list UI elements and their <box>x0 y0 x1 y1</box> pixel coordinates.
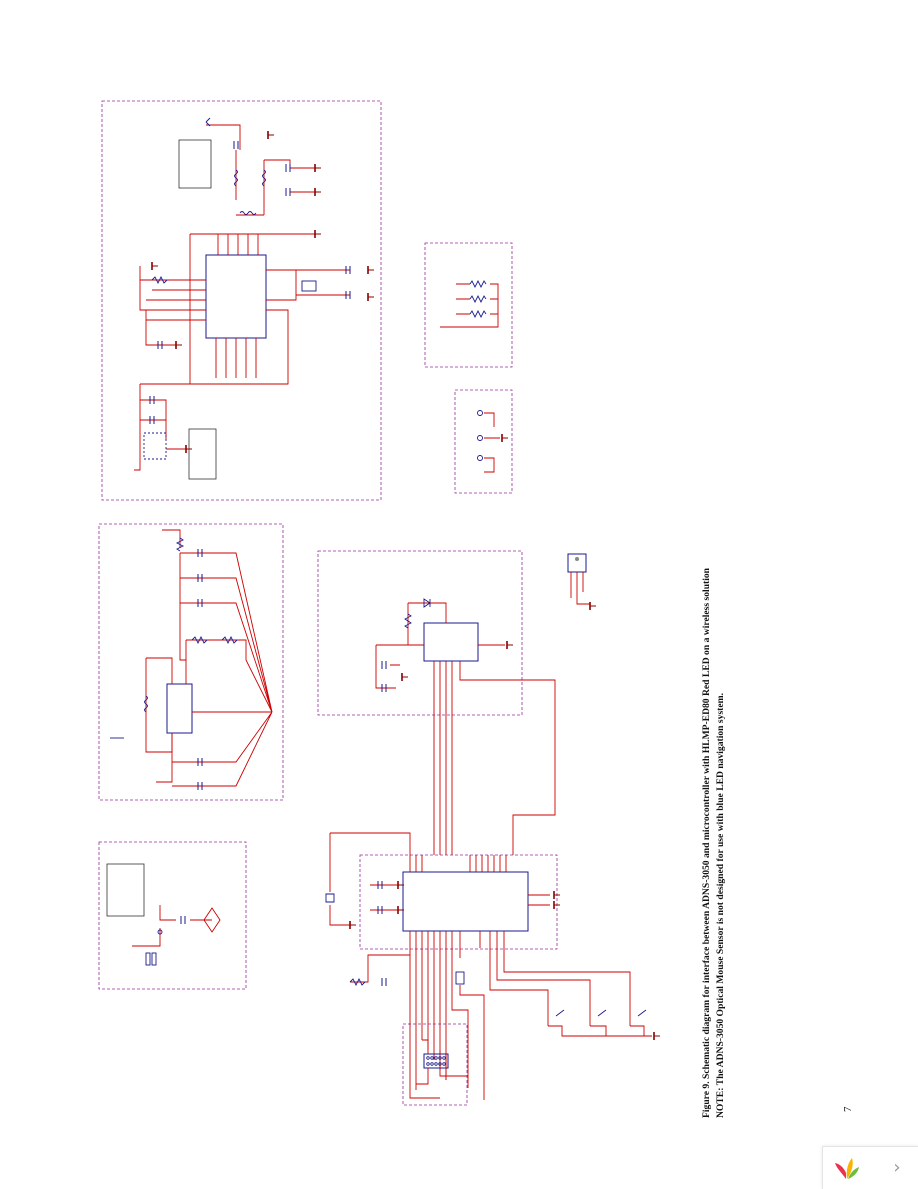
note-label: NOTE: <box>715 1087 726 1118</box>
sensor-ic <box>166 683 193 734</box>
sensor-block <box>98 523 284 801</box>
chevron-right-icon[interactable]: › <box>893 1157 901 1178</box>
note-text: The ADNS-3050 Optical Mouse Sensor is no… <box>715 692 726 1086</box>
rf-transmitter-block <box>101 100 382 501</box>
rf-power-notes-box <box>188 428 217 480</box>
jumper-block <box>454 389 513 494</box>
figure-label: Figure 9. <box>701 1081 712 1118</box>
programming-header-block <box>402 1020 468 1106</box>
pdf-viewer-logo-icon <box>835 1158 859 1179</box>
figure-note-line: NOTE: The ADNS-3050 Optical Mouse Sensor… <box>714 478 728 1118</box>
microcontroller-ic <box>402 871 529 932</box>
figure-title: Schematic diagram for interface between … <box>701 567 712 1079</box>
pdf-viewer-widget: › <box>822 1146 918 1189</box>
rf-transceiver-ic <box>205 254 267 339</box>
regulator-part <box>567 553 597 611</box>
resistor-network-block <box>424 242 513 368</box>
figure-caption-line: Figure 9. Schematic diagram for interfac… <box>700 478 714 1118</box>
microcontroller-block <box>325 832 661 1100</box>
led-driver-ic <box>423 622 479 662</box>
battery-block <box>98 841 247 990</box>
page-number: 7 <box>842 1106 854 1113</box>
figure-caption: Figure 9. Schematic diagram for interfac… <box>700 478 740 1118</box>
rf-notes-box <box>178 139 212 189</box>
led-driver-block <box>317 550 556 855</box>
